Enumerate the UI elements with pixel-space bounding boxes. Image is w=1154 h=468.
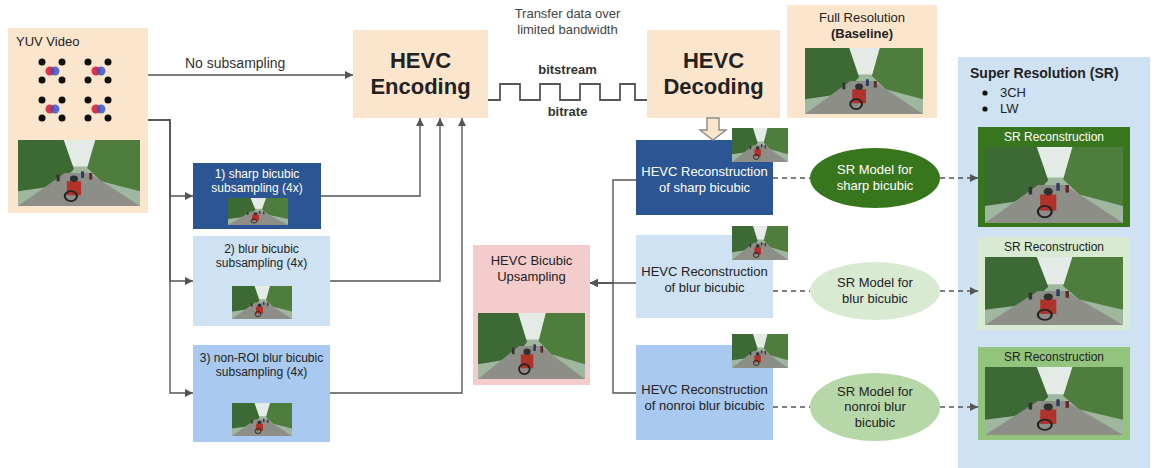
edge-label: No subsampling	[185, 55, 355, 72]
model-ellipse: SR Model for sharp bicubic	[810, 148, 940, 208]
video-frame	[732, 334, 788, 368]
result-box: SR Reconstruction	[978, 237, 1130, 330]
upsampling-box: HEVC Bicubic Upsampling	[473, 245, 590, 385]
box-label: HEVC Bicubic Upsampling	[477, 253, 586, 284]
bullet-dot	[982, 90, 987, 95]
group-panel: Super Resolution (SR) 3CHLW SR Reconstruct…	[958, 57, 1150, 468]
arrow-connector	[590, 180, 636, 283]
ellipse-shape	[810, 148, 940, 208]
video-frame	[232, 286, 292, 319]
arrow-connector	[148, 74, 353, 75]
box-label: LW	[1000, 101, 1138, 117]
process-box: HEVC Encoding	[353, 30, 488, 118]
box-label: HEVC Reconstruction of blur bicubic	[641, 264, 768, 295]
process-box: HEVC Decoding	[647, 30, 780, 118]
video-frame	[232, 403, 292, 436]
box-label: YUV Video	[16, 34, 140, 50]
box-label: SR Model for nonroi blur bicubic	[826, 384, 924, 431]
arrow-connector	[321, 118, 420, 196]
bullet-dot	[982, 106, 987, 111]
arrow-connector	[590, 282, 636, 283]
edge-group	[148, 75, 978, 407]
video-frame	[805, 48, 923, 114]
dashed-connector	[773, 290, 810, 291]
box-label: HEVC Reconstruction of sharp bicubic	[641, 164, 768, 195]
box-label: 2) blur bicubic subsampling (4x)	[197, 242, 326, 271]
video-frame	[985, 367, 1123, 435]
video-frame	[985, 147, 1123, 223]
box-label: (Baseline)	[791, 26, 933, 42]
sampling-pattern	[39, 59, 112, 122]
annotation-label: Transfer data over limited bandwidth	[500, 6, 635, 37]
dashed-connector	[940, 290, 978, 291]
subsampling-box: 2) blur bicubic subsampling (4x)	[193, 236, 330, 326]
box-label: Full Resolution	[791, 10, 933, 26]
ellipse-shape	[810, 262, 940, 320]
ellipse-shape	[810, 373, 940, 441]
annotation-label: bitrate	[520, 104, 615, 120]
reconstruction-box: HEVC Reconstruction of blur bicubic	[636, 235, 773, 318]
dashed-connector	[940, 406, 978, 407]
box-label: 3CH	[1000, 85, 1138, 101]
bitstream-signal	[488, 84, 647, 100]
annotation-label: bitstream	[520, 62, 615, 78]
model-ellipse: SR Model for nonroi blur bicubic	[810, 373, 940, 441]
input-box: YUV Video	[8, 28, 148, 213]
arrow-connector	[148, 120, 193, 196]
arrow-connector	[330, 118, 462, 393]
box-label: HEVC Encoding	[358, 48, 483, 101]
box-label: SR Reconstruction	[982, 240, 1126, 254]
reconstruction-box: HEVC Reconstruction of sharp bicubic	[636, 140, 773, 215]
box-label: SR Model for blur bicubic	[826, 275, 924, 306]
model-ellipse: SR Model for blur bicubic	[810, 262, 940, 320]
result-box: SR Reconstruction	[978, 127, 1130, 227]
subsampling-box: 3) non-ROI blur bicubic subsampling (4x)	[193, 345, 330, 442]
dashed-connector	[773, 406, 810, 407]
subsampling-box: 1) sharp bicubic subsampling (4x)	[193, 163, 321, 229]
block-arrow	[700, 118, 726, 140]
reconstruction-box: HEVC Reconstruction of nonroi blur bicub…	[636, 345, 773, 440]
box-label: SR Reconstruction	[982, 350, 1126, 364]
arrow-connector	[330, 118, 440, 281]
video-frame	[18, 140, 140, 206]
video-frame	[228, 198, 288, 225]
box-label: 3) non-ROI blur bicubic subsampling (4x)	[197, 351, 326, 380]
result-box: SR Reconstruction	[978, 347, 1130, 440]
video-frame	[732, 226, 788, 260]
output-box: Full Resolution(Baseline)	[787, 5, 937, 118]
box-label: HEVC Reconstruction of nonroi blur bicub…	[641, 382, 768, 413]
box-label: Super Resolution (SR)	[970, 65, 1138, 81]
arrow-connector	[590, 283, 636, 393]
video-frame	[985, 257, 1123, 325]
box-label: SR Reconstruction	[982, 130, 1126, 144]
arrow-connector	[148, 120, 193, 281]
dashed-connector	[940, 177, 978, 178]
box-label: HEVC Decoding	[652, 48, 775, 101]
arrow-connector	[148, 120, 193, 393]
dashed-connector	[773, 177, 810, 178]
video-frame	[478, 313, 585, 379]
box-label: 1) sharp bicubic subsampling (4x)	[197, 167, 317, 196]
video-frame	[732, 128, 788, 162]
box-label: SR Model for sharp bicubic	[826, 162, 924, 193]
